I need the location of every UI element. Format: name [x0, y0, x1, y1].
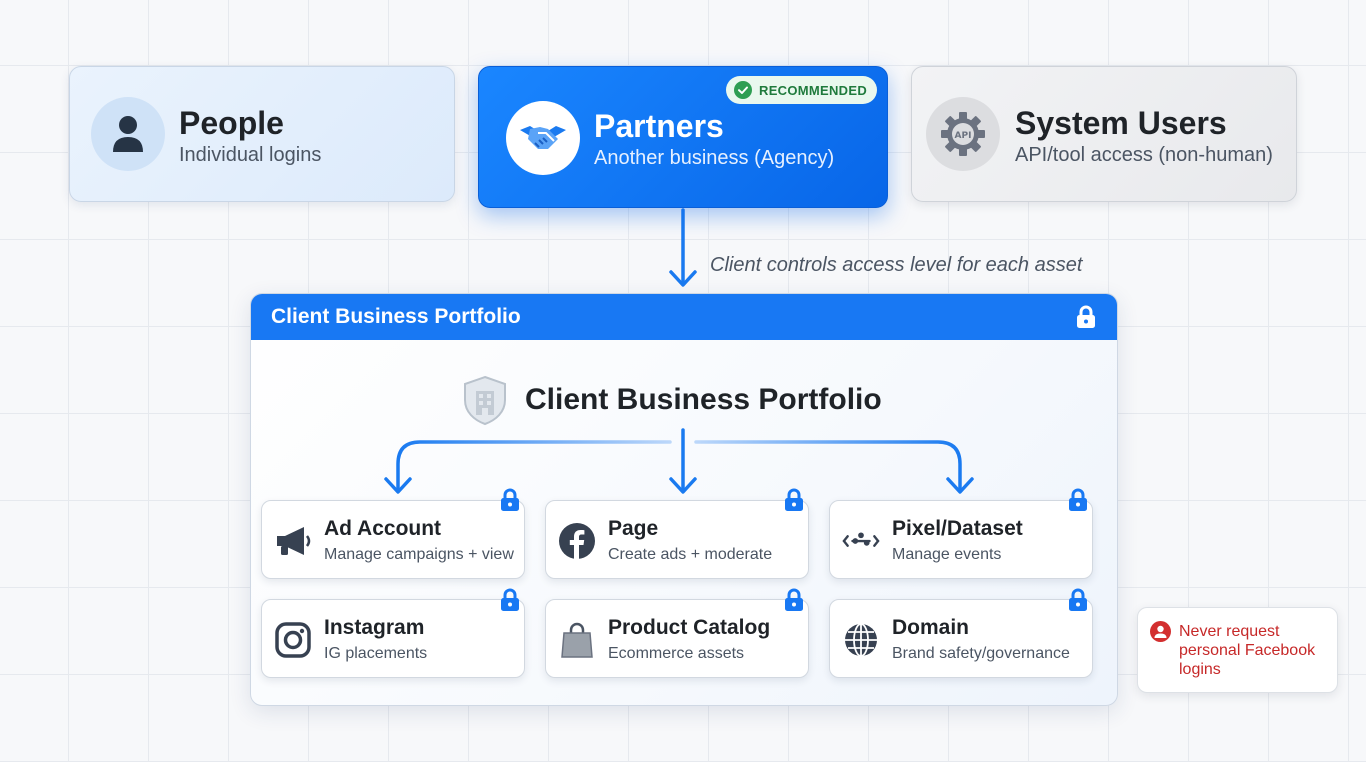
asset-subtitle: Manage events — [892, 546, 1002, 563]
access-caption: Client controls access level for each as… — [710, 254, 1083, 276]
warning-note: Never request personal Facebook logins — [1137, 607, 1338, 693]
warning-text: Never request personal Facebook logins — [1179, 623, 1316, 678]
partners-card[interactable]: RECOMMENDED Partners Another business (A… — [478, 66, 888, 208]
asset-title: Product Catalog — [608, 616, 771, 639]
asset-card-instagram[interactable]: Instagram IG placements — [261, 599, 525, 678]
instagram-icon — [274, 621, 312, 659]
lock-icon — [501, 588, 519, 611]
megaphone-icon — [274, 522, 312, 560]
svg-text:API: API — [955, 131, 972, 141]
people-title: People — [179, 105, 284, 141]
asset-title: Ad Account — [324, 517, 442, 540]
handshake-icon — [506, 101, 580, 175]
asset-subtitle: Manage campaigns + view — [324, 546, 514, 563]
people-card[interactable]: People Individual logins — [69, 66, 455, 202]
asset-card-product-catalog[interactable]: Product Catalog Ecommerce assets — [545, 599, 809, 678]
asset-subtitle: IG placements — [324, 645, 428, 662]
asset-title: Page — [608, 517, 659, 540]
asset-subtitle: Create ads + moderate — [608, 546, 773, 563]
lock-icon — [785, 588, 803, 611]
asset-card-domain[interactable]: Domain Brand safety/governance — [829, 599, 1093, 678]
portfolio-inner-title: Client Business Portfolio — [525, 383, 882, 416]
asset-title: Pixel/Dataset — [892, 517, 1023, 540]
asset-card-ad-account[interactable]: Ad Account Manage campaigns + view — [261, 500, 525, 579]
asset-title: Instagram — [324, 616, 425, 639]
lock-icon — [1069, 588, 1087, 611]
partners-title: Partners — [594, 108, 724, 144]
lock-icon — [501, 488, 519, 511]
lock-icon — [1069, 488, 1087, 511]
shield-building-icon — [464, 375, 506, 426]
system-users-card[interactable]: API System Users API/tool access (non-hu… — [911, 66, 1297, 202]
partners-subtitle: Another business (Agency) — [594, 147, 835, 169]
person-icon — [91, 97, 165, 171]
shopping-bag-icon — [558, 621, 596, 659]
lock-icon — [785, 488, 803, 511]
people-subtitle: Individual logins — [179, 144, 322, 166]
portfolio-header-bar: Client Business Portfolio — [251, 294, 1117, 340]
globe-icon — [842, 621, 880, 659]
check-circle-icon — [734, 81, 752, 99]
pixel-icon — [842, 522, 880, 560]
lock-icon — [1077, 305, 1095, 328]
asset-card-pixel-dataset[interactable]: Pixel/Dataset Manage events — [829, 500, 1093, 579]
facebook-icon — [558, 522, 596, 560]
system-users-subtitle: API/tool access (non-human) — [1015, 144, 1273, 166]
partners-to-portfolio-arrow — [669, 208, 697, 287]
asset-card-page[interactable]: Page Create ads + moderate — [545, 500, 809, 579]
asset-subtitle: Brand safety/governance — [892, 645, 1070, 662]
recommended-badge: RECOMMENDED — [726, 76, 878, 104]
portfolio-bar-title: Client Business Portfolio — [271, 305, 521, 328]
asset-title: Domain — [892, 616, 970, 639]
api-gear-icon: API — [926, 97, 1000, 171]
system-users-title: System Users — [1015, 105, 1227, 141]
alert-person-icon — [1150, 621, 1171, 642]
asset-subtitle: Ecommerce assets — [608, 645, 745, 662]
recommended-label: RECOMMENDED — [759, 82, 868, 98]
